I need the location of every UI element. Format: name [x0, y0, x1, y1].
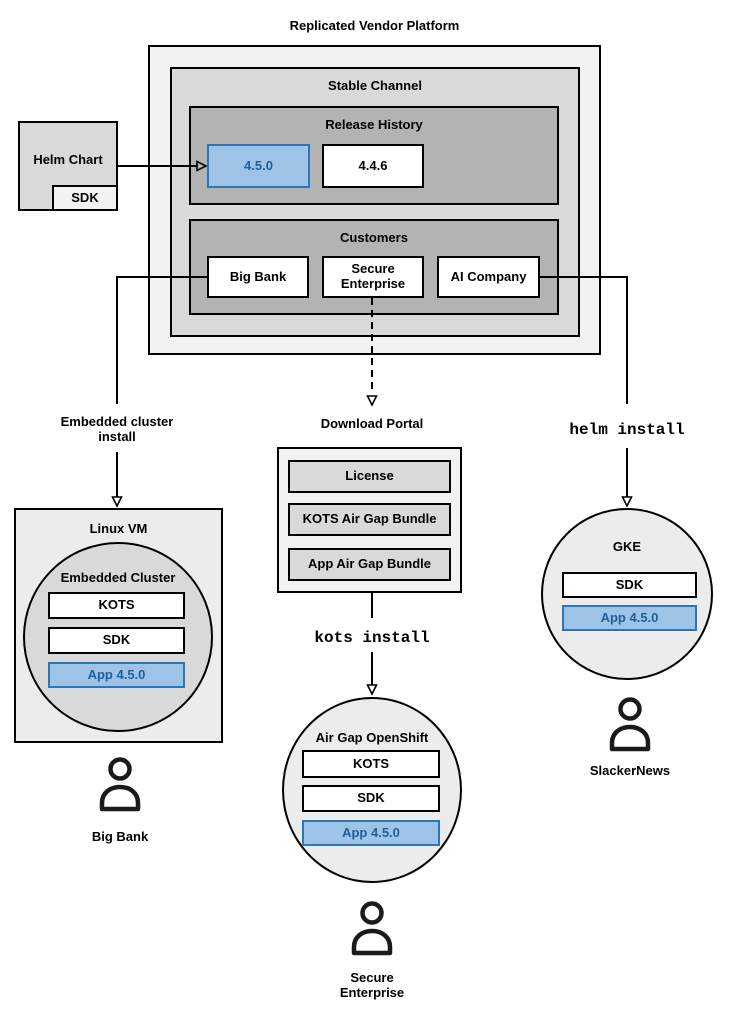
embedded-install-arrow [111, 452, 123, 508]
release-history-label: Release History [325, 117, 423, 132]
secure-enterprise-user-label: Secure Enterprise [339, 970, 405, 1001]
embedded-install-label: Embedded cluster install [60, 414, 174, 445]
portal-item-app-bundle: App Air Gap Bundle [288, 548, 451, 581]
helm-install-label: helm install [569, 421, 685, 439]
portal-item-kots-bundle: KOTS Air Gap Bundle [288, 503, 451, 536]
release-version-446: 4.4.6 [322, 144, 424, 188]
helm-chart-label: Helm Chart [33, 152, 103, 167]
linux-vm-label: Linux VM [89, 521, 148, 536]
embedded-cluster-app-box: App 4.5.0 [48, 662, 185, 688]
helm-install-arrow [621, 448, 633, 508]
page-title: Replicated Vendor Platform [289, 18, 460, 33]
openshift-kots-box: KOTS [302, 750, 440, 778]
portal-item-license: License [288, 460, 451, 493]
kots-install-arrow [366, 652, 378, 696]
customer-secure-enterprise: Secure Enterprise [322, 256, 424, 298]
customer-ai-company: AI Company [437, 256, 540, 298]
release-version-450: 4.5.0 [207, 144, 310, 188]
slackernews-user-icon [609, 697, 651, 752]
slackernews-user-label: SlackerNews [589, 763, 671, 778]
big-bank-user-icon [99, 757, 141, 812]
embedded-cluster-label: Embedded Cluster [60, 570, 176, 585]
customers-label: Customers [340, 230, 408, 245]
stable-channel-label: Stable Channel [328, 78, 422, 93]
big-bank-user-label: Big Bank [91, 829, 149, 844]
kots-install-label: kots install [314, 629, 430, 647]
gke-sdk-box: SDK [562, 572, 697, 598]
gke-app-box: App 4.5.0 [562, 605, 697, 631]
customer-big-bank: Big Bank [207, 256, 309, 298]
openshift-label: Air Gap OpenShift [315, 730, 429, 745]
openshift-app-box: App 4.5.0 [302, 820, 440, 846]
secure-enterprise-user-icon [351, 901, 393, 956]
gke-label: GKE [612, 539, 642, 554]
helm-chart-sdk-box: SDK [52, 185, 118, 211]
embedded-cluster-kots-box: KOTS [48, 592, 185, 619]
download-portal-label: Download Portal [320, 416, 424, 431]
embedded-cluster-sdk-box: SDK [48, 627, 185, 654]
openshift-sdk-box: SDK [302, 785, 440, 812]
